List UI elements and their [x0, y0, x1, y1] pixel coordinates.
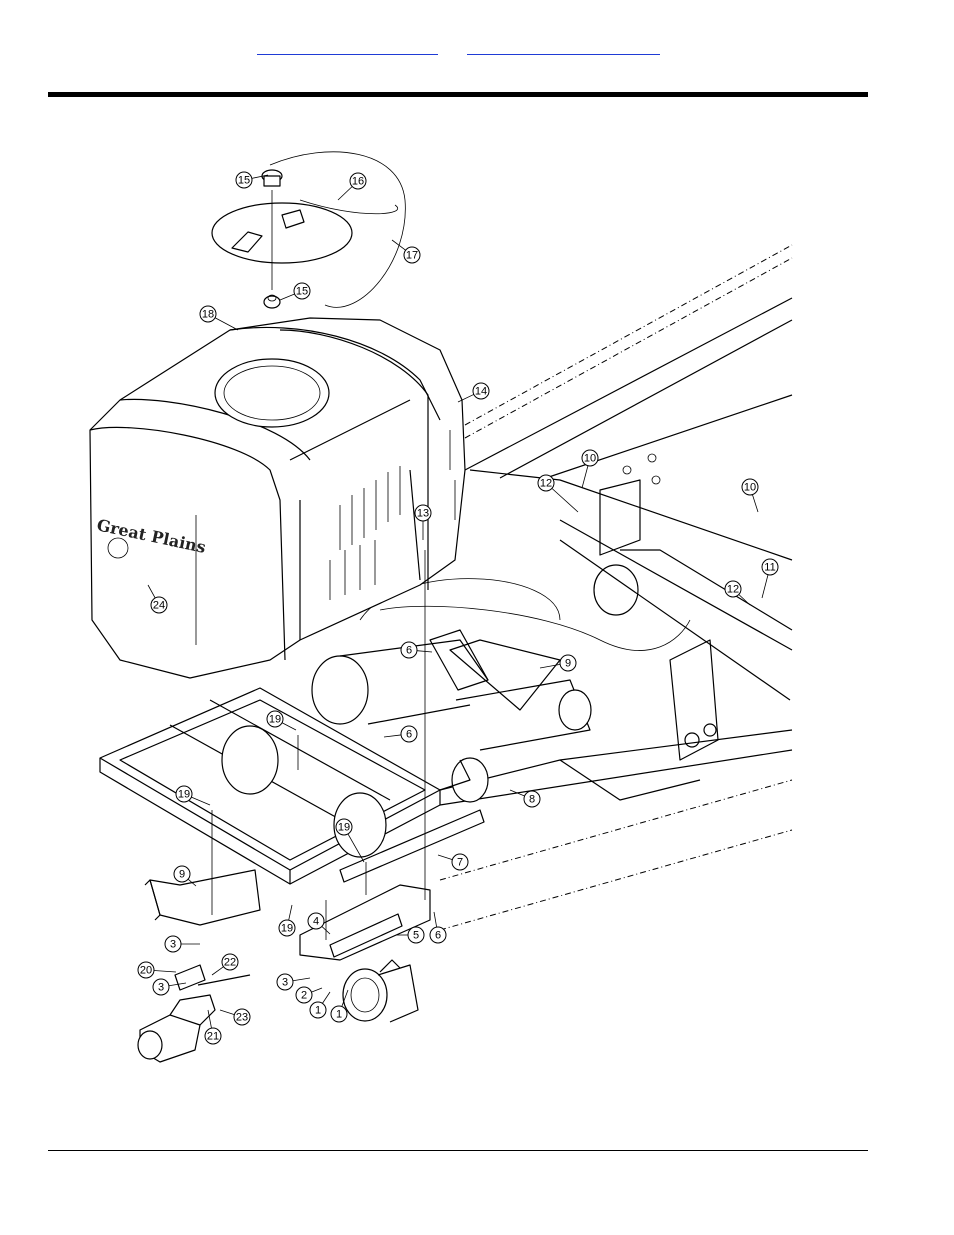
callout-19: 19 [335, 818, 365, 863]
callout-15: 15 [279, 282, 311, 301]
svg-text:14: 14 [475, 386, 487, 398]
svg-text:17: 17 [406, 250, 418, 262]
svg-text:12: 12 [727, 584, 739, 596]
svg-text:19: 19 [281, 923, 293, 935]
callout-6: 6 [400, 641, 433, 659]
callout-13: 13 [414, 504, 432, 540]
callout-2: 2 [295, 986, 323, 1004]
callout-11: 11 [761, 558, 779, 599]
svg-text:24: 24 [153, 600, 165, 612]
svg-text:11: 11 [764, 562, 775, 574]
svg-text:1: 1 [336, 1009, 342, 1021]
svg-text:3: 3 [158, 982, 164, 994]
svg-text:1: 1 [315, 1005, 321, 1017]
svg-text:8: 8 [529, 794, 535, 806]
callout-22: 22 [211, 953, 239, 976]
svg-text:6: 6 [406, 645, 412, 657]
svg-text:19: 19 [269, 714, 281, 726]
callout-10: 10 [741, 478, 759, 513]
callout-3: 3 [276, 973, 311, 991]
svg-text:7: 7 [457, 857, 463, 869]
callout-6: 6 [429, 911, 447, 944]
callout-17: 17 [391, 239, 421, 264]
tank-lid [211, 169, 353, 309]
callout-9: 9 [539, 654, 577, 672]
svg-text:15: 15 [238, 175, 250, 187]
callout-19: 19 [175, 785, 211, 806]
valves [137, 959, 419, 1063]
svg-text:3: 3 [170, 939, 176, 951]
svg-text:6: 6 [406, 729, 412, 741]
callout-7: 7 [437, 853, 469, 871]
svg-text:21: 21 [207, 1031, 219, 1043]
callout-16: 16 [337, 172, 367, 201]
callout-19: 19 [278, 904, 296, 937]
callout-1: 1 [330, 989, 349, 1023]
tank: Great Plains [89, 317, 466, 679]
callout-5: 5 [396, 926, 425, 944]
svg-text:15: 15 [296, 286, 308, 298]
svg-text:6: 6 [435, 930, 441, 942]
callout-3: 3 [164, 935, 200, 953]
svg-text:20: 20 [140, 965, 152, 977]
frame [439, 244, 793, 931]
svg-text:22: 22 [224, 957, 236, 969]
callout-19: 19 [266, 710, 297, 731]
svg-text:5: 5 [413, 930, 419, 942]
callout-8: 8 [509, 789, 541, 808]
svg-text:13: 13 [417, 508, 429, 520]
svg-text:12: 12 [540, 478, 552, 490]
callout-6: 6 [383, 725, 418, 743]
callout-1: 1 [309, 991, 331, 1019]
svg-text:4: 4 [313, 916, 319, 928]
callout-18: 18 [199, 305, 239, 331]
callout-4: 4 [307, 912, 331, 935]
svg-text:9: 9 [179, 869, 185, 881]
svg-text:16: 16 [352, 176, 364, 188]
svg-text:3: 3 [282, 977, 288, 989]
callout-21: 21 [204, 1009, 222, 1045]
svg-text:23: 23 [236, 1012, 248, 1024]
svg-text:9: 9 [565, 658, 571, 670]
nav-link-2[interactable] [467, 40, 660, 55]
svg-text:10: 10 [744, 482, 756, 494]
callout-12: 12 [537, 474, 579, 513]
callout-10: 10 [581, 449, 599, 489]
callout-24: 24 [147, 584, 168, 614]
callout-20: 20 [137, 961, 177, 979]
callout-9: 9 [173, 865, 197, 887]
svg-text:19: 19 [338, 822, 350, 834]
svg-text:2: 2 [301, 990, 307, 1002]
callout-12: 12 [724, 580, 751, 606]
callout-14: 14 [457, 382, 490, 403]
header-rule [48, 92, 868, 97]
callout-3: 3 [152, 978, 187, 996]
svg-text:10: 10 [584, 453, 596, 465]
nav-link-1[interactable] [257, 40, 438, 55]
callout-23: 23 [219, 1008, 251, 1026]
footer-rule [48, 1150, 868, 1151]
svg-text:18: 18 [202, 309, 214, 321]
mounting-frame [99, 550, 592, 961]
callout-15: 15 [235, 171, 269, 189]
svg-text:19: 19 [178, 789, 190, 801]
